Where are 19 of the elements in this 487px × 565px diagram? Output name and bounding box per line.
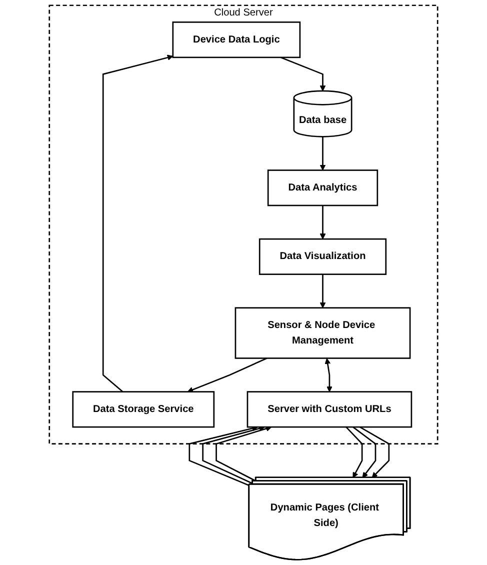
node-box: Device Data Logic [172,21,301,58]
arrow [320,136,326,170]
arrow [320,274,326,308]
arrow [202,426,265,484]
node-box: Data Analytics [267,170,378,206]
arrow [188,425,258,486]
arrow [352,426,376,478]
arrow [346,426,363,478]
arrow [360,426,390,478]
arrow [280,56,326,92]
arrow [216,426,272,482]
arrow [187,358,268,393]
arrow [324,358,332,392]
node-box: Data Visualization [258,238,387,275]
node-box: Server with Custom URLs [246,391,412,428]
arrow [320,205,326,240]
arrow [102,54,174,392]
node-box: Sensor & Node Device Management [234,307,411,359]
node-box: Data Storage Service [72,391,215,428]
